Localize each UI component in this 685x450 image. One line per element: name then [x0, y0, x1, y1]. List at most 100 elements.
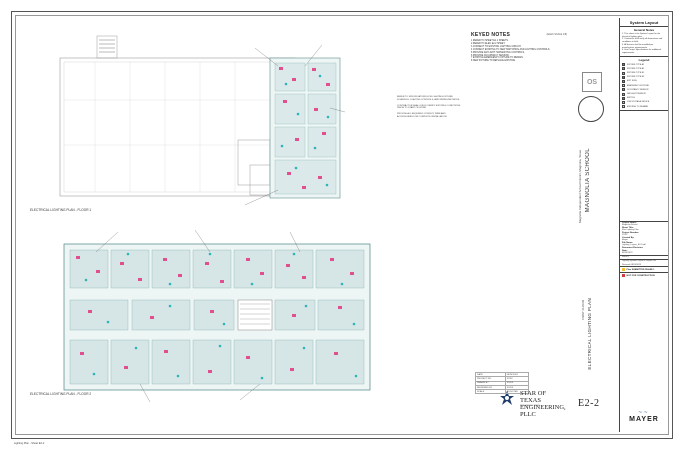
project-field: Created By:Mayer — [620, 237, 668, 242]
keyed-note: 8 NEW FIXTURE TO REPLACE EXISTING. — [471, 60, 516, 63]
field-value: 08/24/2023 — [622, 252, 633, 255]
general-note: 2. Contractor shall verify all dimension… — [622, 38, 663, 44]
project-field: Project Number:XXXX — [620, 232, 668, 237]
firm-name-line1: STAR OF TEXAS — [520, 390, 547, 404]
legend-swatch — [622, 71, 626, 75]
general-note: REFER TO SPECIFICATIONS FOR LIGHTING FIX… — [397, 96, 460, 101]
field-value: XXXX — [622, 234, 628, 237]
legend-item: LOW VOLTAGE DEVICE — [622, 100, 666, 104]
info-value: AS NOTED — [504, 389, 530, 395]
footer-label: Lighting Plan - Sheet E2-2 — [14, 442, 45, 445]
legend-label: SWITCH — [626, 97, 635, 100]
project-field: Date:08/24/2023 — [620, 250, 668, 255]
general-note: CONTRACTOR SHALL FIELD VERIFY EXISTING C… — [397, 104, 461, 110]
keyed-note: 2 REFER TO ELEC E2.2 SHEET. — [471, 42, 506, 45]
legend-swatch — [622, 88, 626, 92]
legend-label: LOW VOLTAGE DEVICE — [626, 101, 650, 104]
keyed-note: 4 CONNECT EXISTING TO NEW SWITCHING AND … — [471, 48, 550, 51]
school-name: MAGNOLIA SCHOOL — [585, 148, 591, 213]
architect-stamp: OS — [582, 72, 602, 92]
legend-item: OCCUPANCY SENSOR — [622, 88, 666, 92]
drawing-area: ELECTRICAL LIGHTING PLAN - FLOOR 1 ELECT… — [30, 32, 567, 418]
keyed-note: 5 PROVIDE DAYLIGHT HARVESTING CONTROLS. — [471, 51, 525, 54]
revised-date: Revised: 08/24/2023 — [622, 263, 642, 266]
keyed-notes: KEYED NOTES (ELEC SCALE 1/8) 1 REFER TO … — [471, 32, 567, 63]
legend-label: FIXTURE TYPE B1 — [626, 72, 645, 75]
general-note: 4. See Project Specifications for additi… — [622, 49, 661, 54]
status-text: Plan SUBMITTED PHASE 1 — [626, 268, 655, 271]
keyed-note: 3 CONNECT TO EXISTING LIGHTING CIRCUIT. — [471, 45, 522, 48]
legend-swatch — [622, 67, 626, 71]
legend-item: FIXTURE TYPE A2 — [622, 67, 666, 71]
field-label: Project Number: — [622, 232, 640, 235]
stamp-initials: OS — [586, 78, 598, 86]
sheet-label: Sheet 1 — [620, 254, 668, 259]
project-field: Sheet Title:Elec Lighting Plan — [620, 227, 668, 232]
legend-swatch — [622, 79, 626, 83]
status-badge: NOT FOR CONSTRUCTION — [620, 272, 668, 278]
sheet-subtitle: FIRST FLOOR — [581, 300, 585, 320]
legend-item: SWITCH — [622, 96, 666, 100]
view-title-floor-1: ELECTRICAL LIGHTING PLAN - FLOOR 1 — [30, 208, 92, 212]
firm-name: STAR OF TEXAS ENGINEERING, PLLC — [520, 390, 566, 418]
keyed-note: 1 REFER TO SHEET E1.1 SHEETS. — [471, 40, 509, 42]
status-text: NOT FOR CONSTRUCTION — [626, 274, 655, 277]
firm-registration: TBPE FIRM NO. XXXXX — [520, 405, 540, 407]
field-value: Mayer — [622, 239, 628, 242]
legend-title: Legend — [638, 57, 650, 62]
floor-2-plan — [63, 229, 371, 403]
floor-1-lighting-wing — [269, 57, 341, 199]
school-address: Magnolia Independent School District, Ma… — [578, 150, 582, 223]
view-title-floor-2: ELECTRICAL LIGHTING PLAN - FLOOR 2 — [30, 392, 92, 396]
legend-label: EXISTING TO REMAIN — [626, 105, 648, 108]
legend-swatch — [622, 84, 626, 88]
legend-item: FIXTURE TYPE A1 — [622, 63, 666, 67]
title-block-spacer — [620, 111, 668, 221]
field-label: Document Revision: — [622, 247, 644, 250]
keyed-notes-title: KEYED NOTES — [471, 32, 511, 38]
legend-label: EXIT SIGN — [626, 80, 637, 83]
legend-item: DAYLIGHT SENSOR — [622, 92, 666, 96]
title-block: System Layout General Notes 1. This shee… — [619, 18, 668, 432]
project-field: File Name:Lighting_Layout_E2-2.pdf — [620, 242, 668, 247]
general-note: 3. All fixtures shall be installed per m… — [622, 43, 654, 49]
status-badge: Plan SUBMITTED PHASE 1 — [620, 266, 668, 272]
field-label: File Name: — [622, 242, 634, 245]
legend-label: FIXTURE TYPE A1 — [626, 63, 645, 66]
legend-label: DAYLIGHT SENSOR — [626, 93, 646, 96]
general-notes-section: General Notes 1. This sheet is the Syste… — [620, 27, 668, 57]
company-mark: ~~ — [638, 410, 650, 416]
project-field: Document Revision: — [620, 247, 668, 250]
legend-label: EMERGENCY FIXTURE — [626, 84, 649, 87]
sheet-title: ELECTRICAL LIGHTING PLAN — [587, 298, 592, 370]
floor-1-leaders — [244, 44, 346, 206]
floor-1-plan — [59, 35, 296, 197]
field-value: Lighting_Layout_E2-2.pdf — [622, 244, 646, 247]
legend-swatch — [622, 100, 626, 104]
field-label: Created By: — [622, 237, 635, 240]
field-value: Elec Lighting Plan — [622, 229, 639, 232]
notes-line: Lighting System Layout & Report Ver — [620, 258, 668, 263]
sheet-number: E2-2 — [578, 398, 600, 409]
title-block-header: System Layout — [620, 18, 668, 27]
legend-swatch — [622, 96, 626, 100]
floor-plans — [59, 35, 514, 405]
legend-label: OCCUPANCY SENSOR — [626, 88, 649, 91]
legend-label: FIXTURE TYPE A2 — [626, 67, 645, 70]
drawing-general-notes: REFER TO SPECIFICATIONS FOR LIGHTING FIX… — [397, 96, 461, 122]
legend-item: FIXTURE TYPE B1 — [622, 71, 666, 75]
sheet-border — [15, 15, 669, 435]
legend-item: EMERGENCY FIXTURE — [622, 84, 666, 88]
general-note: PROVIDE ALL REQUIRED CONDUIT, WIRE AND A… — [397, 113, 448, 118]
info-label: SCALE — [475, 389, 506, 395]
legend-item: FIXTURE TYPE B2 — [622, 75, 666, 79]
field-label: Sheet Title: — [622, 227, 634, 230]
general-notes-title: General Notes — [633, 28, 655, 32]
general-note: 1. This sheet is the System Layout for t… — [622, 33, 661, 38]
firm-star-logo — [500, 391, 514, 405]
legend-label: FIXTURE TYPE B2 — [626, 76, 645, 79]
